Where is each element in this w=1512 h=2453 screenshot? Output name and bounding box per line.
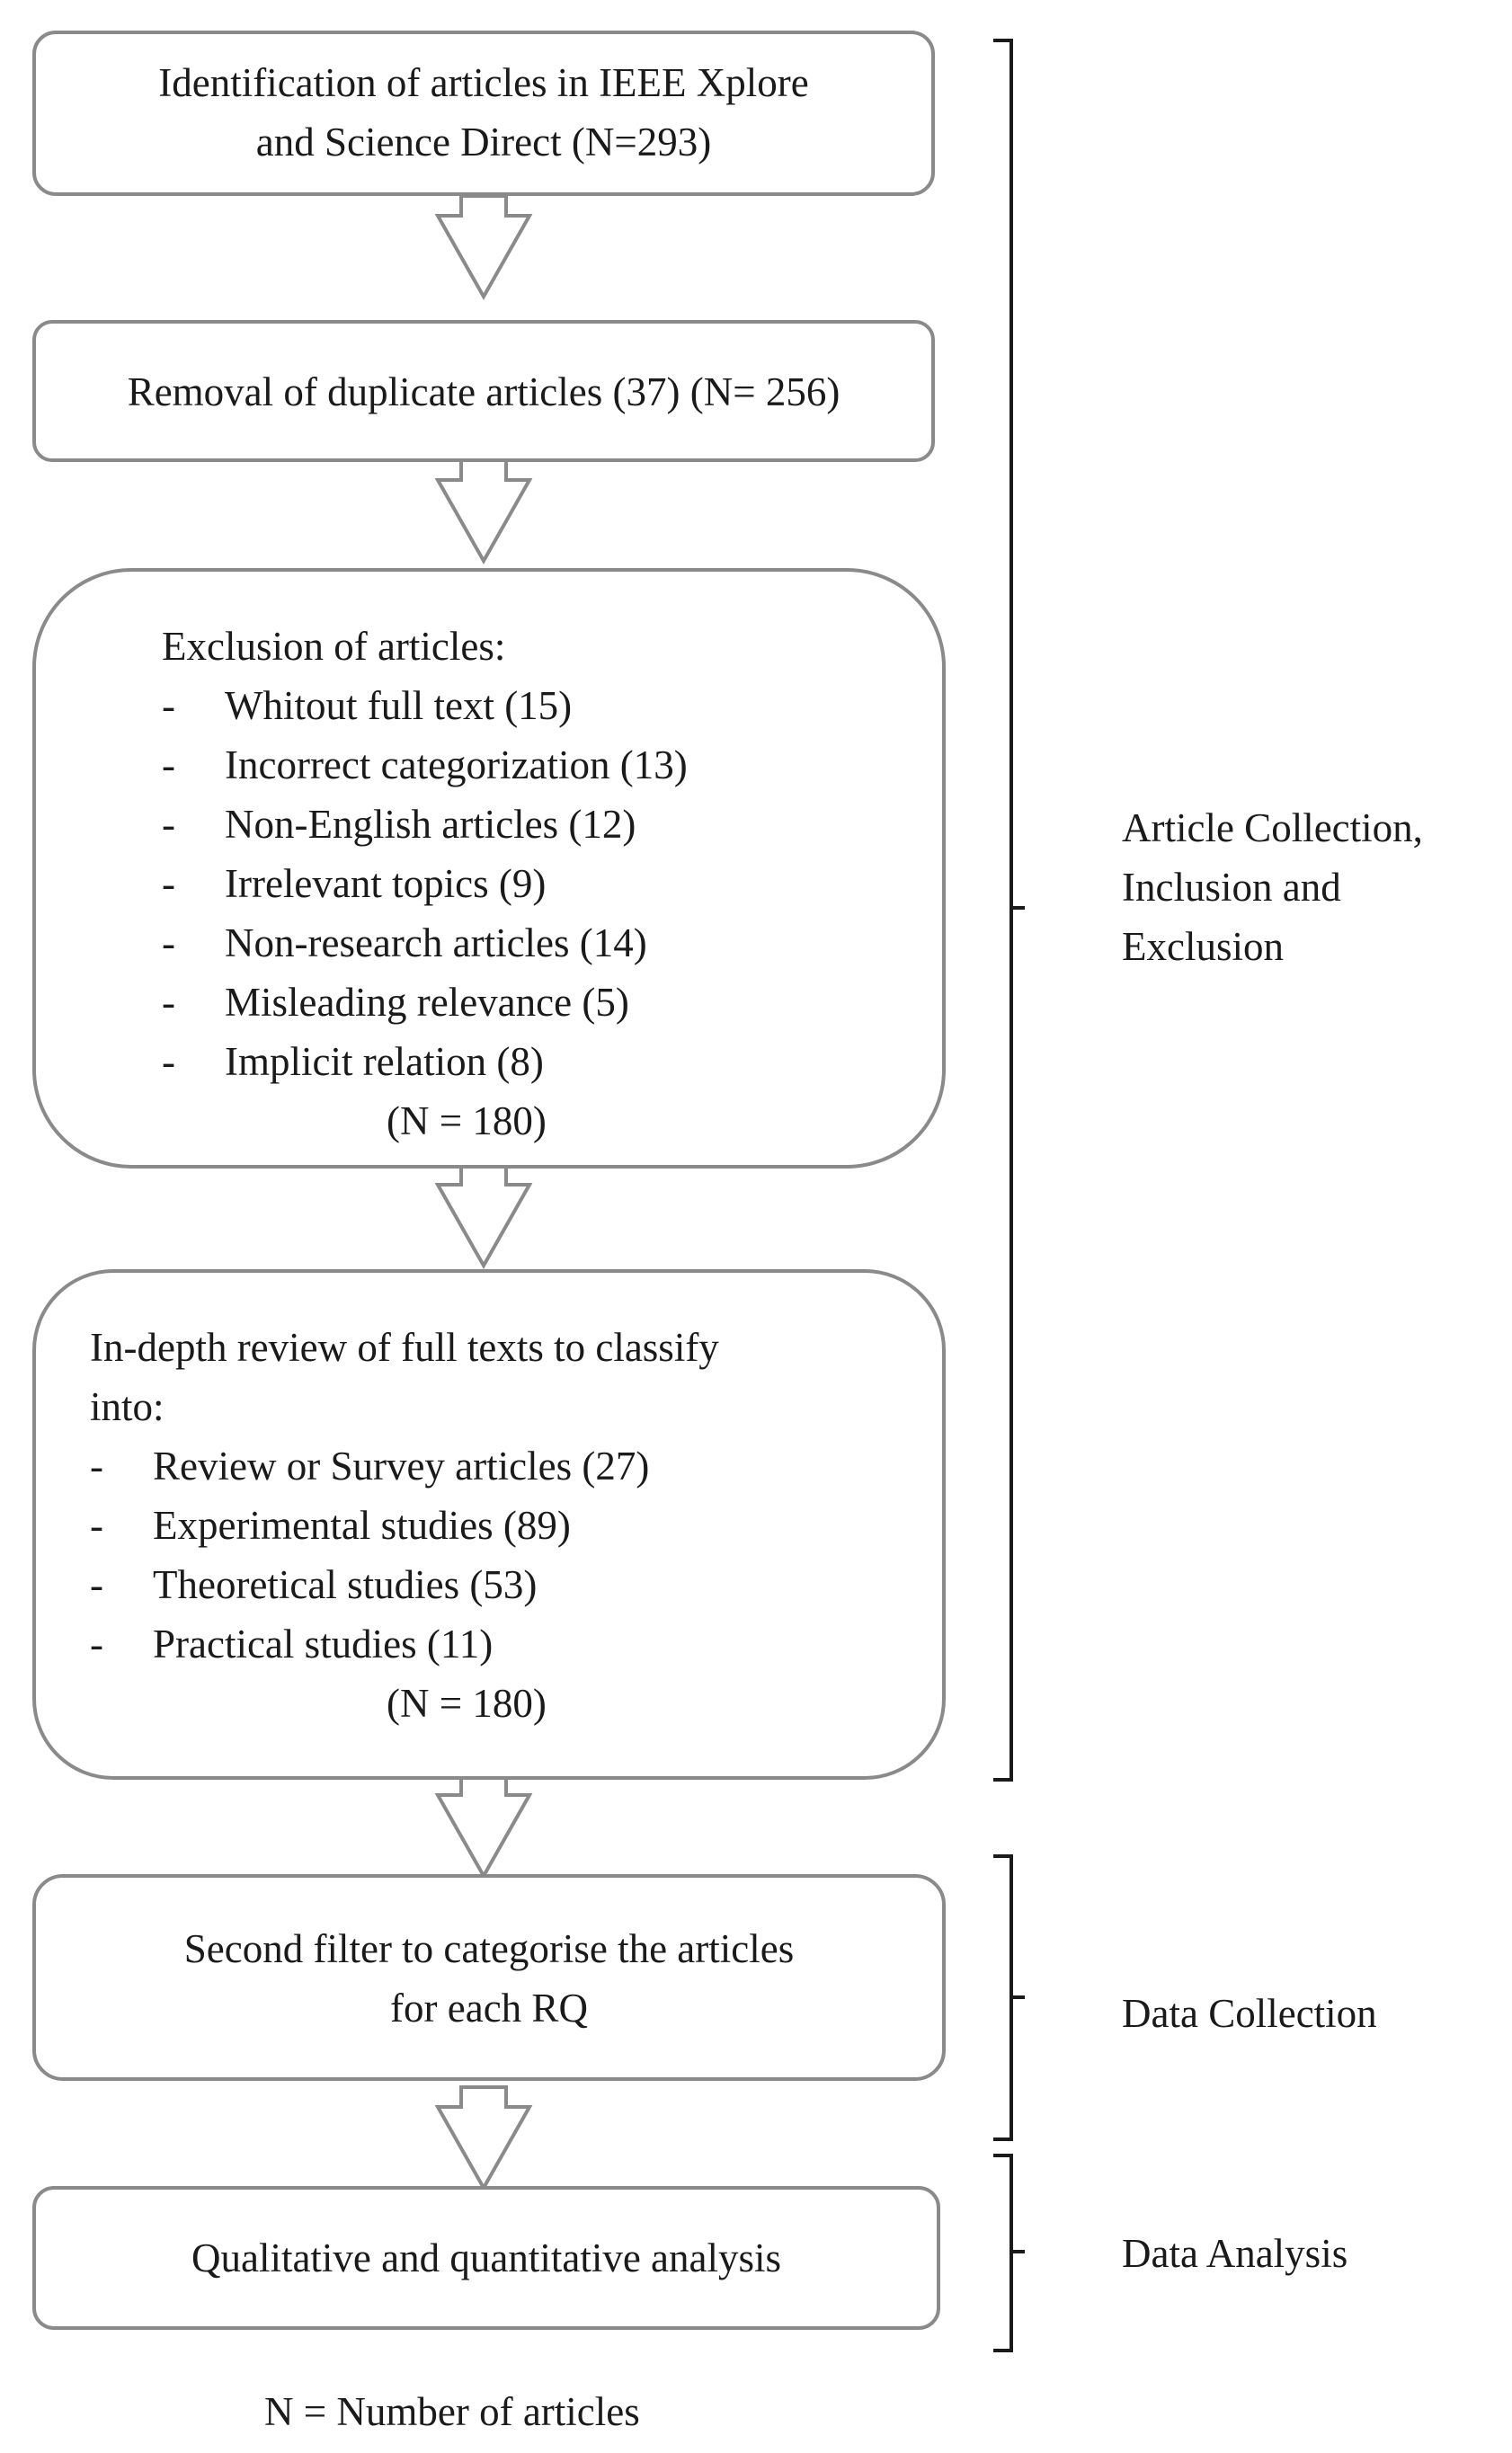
identification-line-2: and Science Direct (N=293)	[255, 120, 712, 164]
review-item: - Theoretical studies (53)	[90, 1555, 649, 1614]
bullet-dash: -	[162, 742, 175, 787]
exclusion-item: - Irrelevant topics (9)	[162, 854, 688, 913]
bracket-data-collection	[993, 1854, 1025, 2141]
review-item-label: Review or Survey articles (27)	[153, 1444, 650, 1489]
down-arrow-2	[434, 458, 533, 565]
bullet-dash: -	[162, 802, 175, 847]
down-arrow-1	[434, 194, 533, 301]
identification-box	[32, 31, 935, 196]
exclusion-heading: Exclusion of articles:	[162, 624, 506, 669]
phase-collection-line-3: Exclusion	[1122, 924, 1284, 969]
bullet-dash: -	[90, 1444, 103, 1489]
exclusion-item: - Implicit relation (8)	[162, 1032, 688, 1091]
second-filter-box	[32, 1874, 946, 2081]
review-total: (N = 180)	[387, 1681, 547, 1726]
second-filter-line-2: for each RQ	[390, 1986, 588, 2031]
down-arrow-3	[434, 1163, 533, 1270]
bullet-dash: -	[90, 1622, 103, 1666]
exclusion-item-label: Non-English articles (12)	[225, 802, 636, 847]
exclusion-item-label: Non-research articles (14)	[225, 920, 647, 965]
identification-line-1: Identification of articles in IEEE Xplor…	[158, 60, 809, 105]
exclusion-item: - Incorrect categorization (13)	[162, 735, 688, 795]
review-item-label: Theoretical studies (53)	[153, 1562, 538, 1607]
bullet-dash: -	[162, 683, 175, 728]
down-arrow-4	[434, 1773, 533, 1880]
bullet-dash: -	[162, 1039, 175, 1084]
exclusion-item: - Whitout full text (15)	[162, 676, 688, 735]
review-heading-line-1: In-depth review of full texts to classif…	[90, 1325, 719, 1370]
exclusion-item: - Misleading relevance (5)	[162, 973, 688, 1032]
exclusion-item-label: Irrelevant topics (9)	[225, 861, 547, 906]
bullet-dash: -	[90, 1503, 103, 1548]
footnote: N = Number of articles	[264, 2389, 640, 2434]
review-item-label: Practical studies (11)	[153, 1622, 494, 1666]
bullet-dash: -	[162, 980, 175, 1025]
bullet-dash: -	[162, 861, 175, 906]
duplicates-text: Removal of duplicate articles (37) (N= 2…	[127, 369, 840, 414]
exclusion-item: - Non-research articles (14)	[162, 913, 688, 973]
bullet-dash: -	[162, 920, 175, 965]
review-box	[32, 1269, 946, 1780]
exclusion-list: - Whitout full text (15) - Incorrect categ…	[162, 676, 688, 1091]
review-item-label: Experimental studies (89)	[153, 1503, 571, 1548]
bullet-dash: -	[90, 1562, 103, 1607]
bracket-collection	[993, 39, 1025, 1782]
analysis-box	[32, 2186, 940, 2330]
review-heading: In-depth review of full texts to classif…	[90, 1318, 719, 1436]
review-list: - Review or Survey articles (27) - Experim…	[90, 1436, 649, 1674]
exclusion-item: - Non-English articles (12)	[162, 795, 688, 854]
exclusion-item-label: Whitout full text (15)	[225, 683, 573, 728]
review-item: - Experimental studies (89)	[90, 1496, 649, 1555]
exclusion-box	[32, 568, 946, 1169]
bracket-data-analysis	[993, 2154, 1025, 2352]
review-item: - Practical studies (11)	[90, 1614, 649, 1674]
review-heading-line-2: into:	[90, 1384, 165, 1429]
exclusion-item-label: Incorrect categorization (13)	[225, 742, 688, 787]
down-arrow-5	[434, 2085, 533, 2192]
analysis-text: Qualitative and quantitative analysis	[191, 2235, 782, 2280]
second-filter-text: Second filter to categorise the articles…	[32, 1919, 946, 2038]
phase-data-collection-label: Data Collection	[1122, 1991, 1377, 2036]
second-filter-line-1: Second filter to categorise the articles	[183, 1926, 795, 1971]
exclusion-item-label: Misleading relevance (5)	[225, 980, 629, 1025]
exclusion-total: (N = 180)	[387, 1098, 547, 1143]
phase-collection-line-2: Inclusion and	[1122, 865, 1341, 910]
phase-collection-line-1: Article Collection,	[1122, 805, 1423, 850]
phase-data-analysis-label: Data Analysis	[1122, 2231, 1348, 2276]
duplicates-box	[32, 320, 935, 462]
exclusion-item-label: Implicit relation (8)	[225, 1039, 544, 1084]
identification-text: Identification of articles in IEEE Xplor…	[32, 53, 935, 172]
review-item: - Review or Survey articles (27)	[90, 1436, 649, 1496]
phase-collection-label: Article Collection, Inclusion and Exclus…	[1122, 798, 1423, 976]
